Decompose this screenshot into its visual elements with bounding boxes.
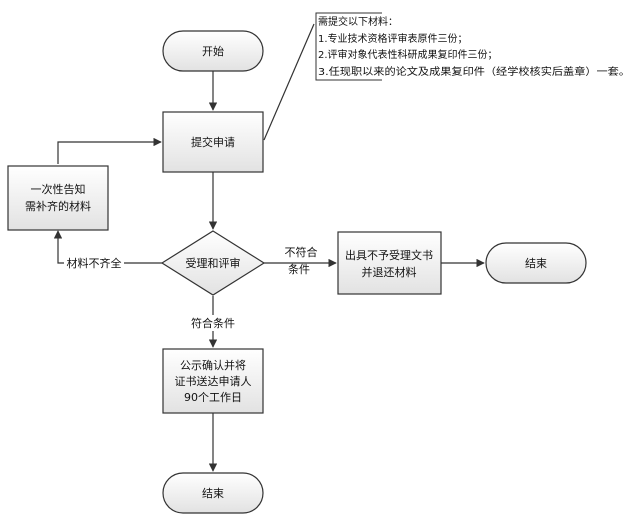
reject-label-line2: 并退还材料 — [362, 265, 417, 279]
note-item-1: 1.专业技术资格评审表原件三份； — [318, 32, 468, 45]
connectors — [53, 23, 485, 472]
notify-node: 一次性告知 需补齐的材料 — [7, 165, 109, 231]
submit-label: 提交申请 — [191, 135, 235, 149]
review-label: 受理和评审 — [186, 256, 241, 270]
edge-notify-submit — [57, 137, 162, 164]
notify-label-line1: 一次性告知 — [31, 182, 86, 196]
materials-note: 需提交以下材料： 1.专业技术资格评审表原件三份； 2.评审对象代表性科研成果复… — [315, 12, 630, 81]
note-title: 需提交以下材料： — [318, 15, 398, 28]
review-decision-node: 受理和评审 — [160, 230, 266, 296]
start-node: 开始 — [162, 30, 264, 72]
end-bottom-label: 结束 — [202, 487, 224, 500]
incomplete-label-bg — [64, 255, 124, 271]
end-node-bottom: 结束 — [162, 472, 264, 514]
reject-label-line1: 出具不予受理文书 — [345, 248, 433, 262]
reject-node: 出具不予受理文书 并退还材料 — [337, 231, 442, 295]
end-right-label: 结束 — [525, 257, 547, 270]
qualified-edge-label: 符合条件 — [191, 316, 235, 330]
end-node-right: 结束 — [485, 242, 587, 284]
submit-node: 提交申请 — [162, 111, 264, 173]
publicize-label-line2: 证书送达申请人 — [175, 374, 252, 388]
not-qualified-label-line2: 条件 — [288, 262, 310, 276]
notify-label-line2: 需补齐的材料 — [25, 199, 91, 213]
publicize-label-line3: 90个工作日 — [184, 391, 242, 404]
note-leader-line — [263, 23, 315, 141]
note-item-2: 2.评审对象代表性科研成果复印件三份； — [318, 48, 498, 61]
publicize-label-line1: 公示确认并将 — [180, 358, 246, 372]
incomplete-edge-label: 材料不齐全 — [67, 256, 122, 270]
publicize-node: 公示确认并将 证书送达申请人 90个工作日 — [162, 348, 264, 414]
not-qualified-label-line1: 不符合 — [285, 245, 318, 259]
qualified-label-bg — [184, 315, 242, 331]
note-item-3: 3.任现职以来的论文及成果复印件（经学校核实后盖章）一套。 — [318, 65, 630, 78]
edge-review-notify — [53, 230, 162, 264]
start-label: 开始 — [202, 44, 224, 58]
